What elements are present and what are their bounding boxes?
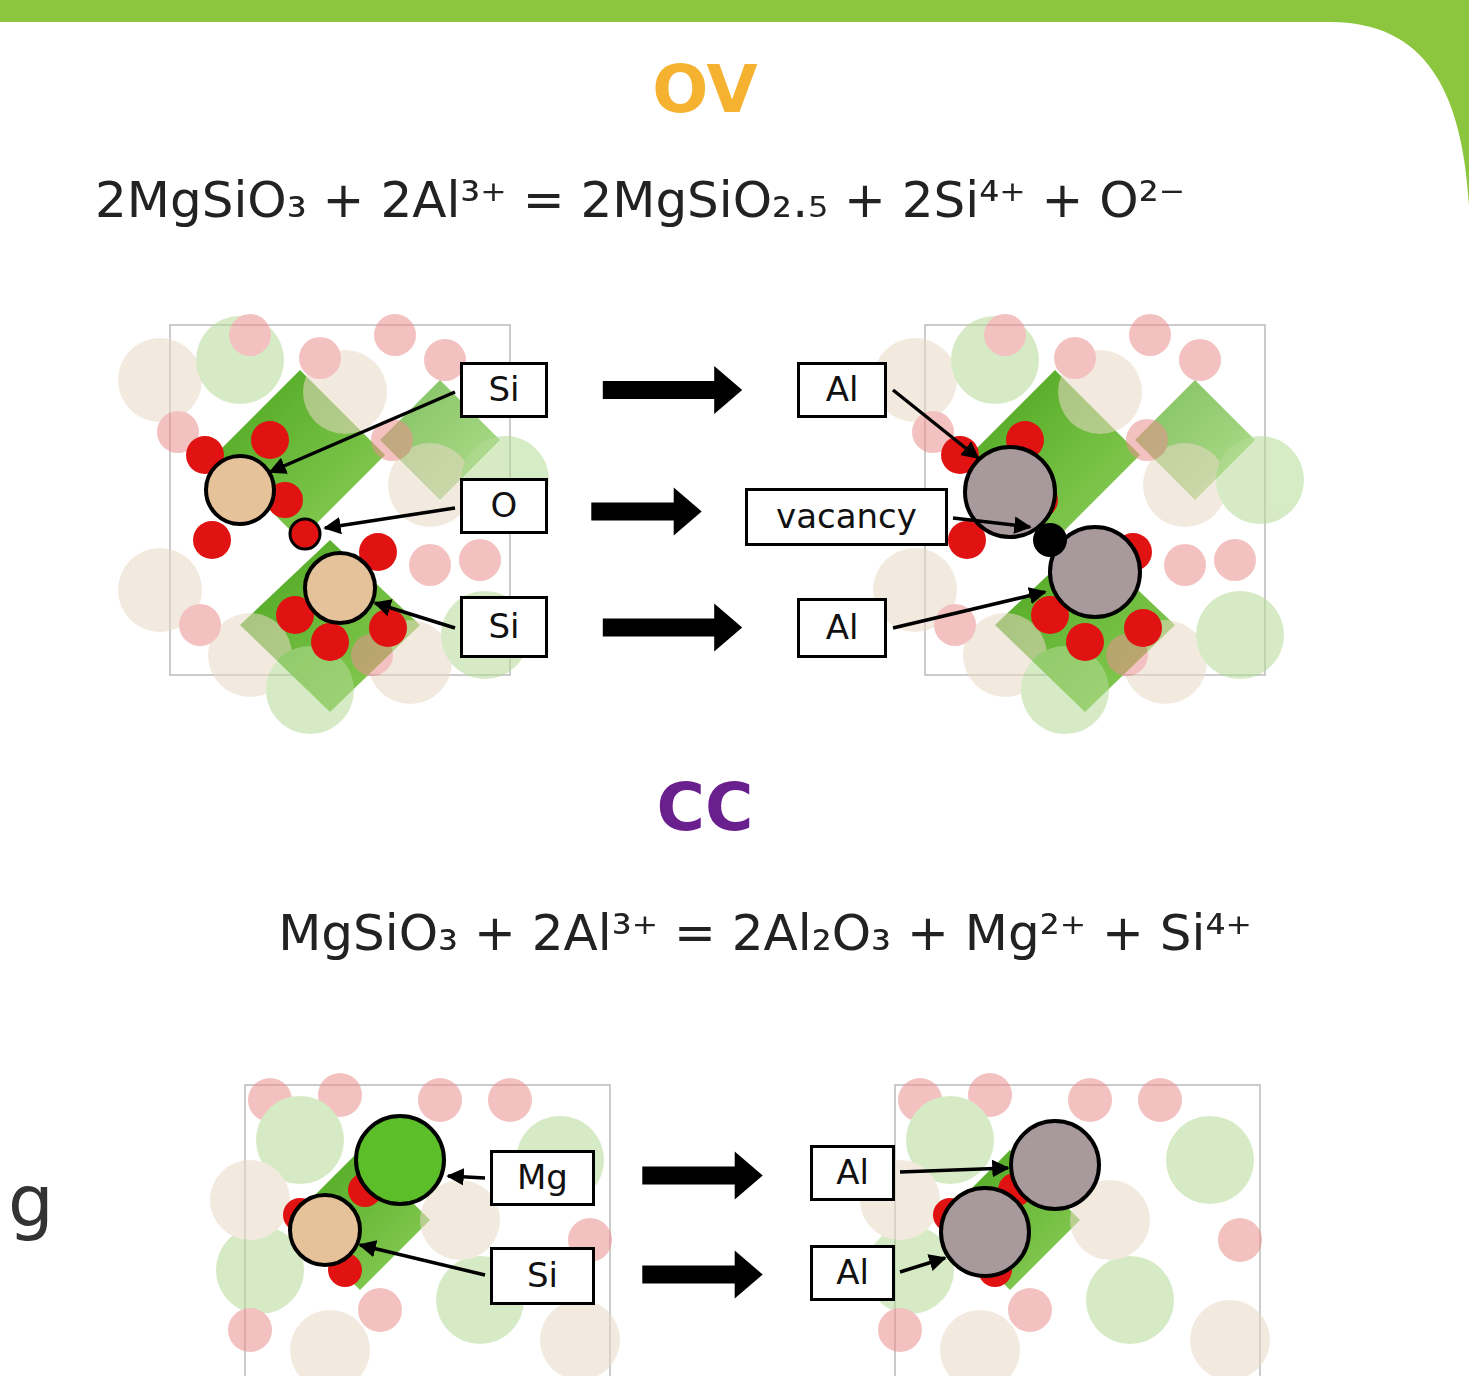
element-label-box: Si (460, 596, 548, 658)
element-label-box: Mg (490, 1150, 595, 1206)
ov-before-crystal (118, 314, 549, 734)
element-label-box: Si (490, 1247, 595, 1305)
element-label-box: vacancy (745, 488, 948, 546)
cc-after-crystal (860, 1073, 1270, 1376)
element-symbol: Si (488, 608, 519, 645)
element-symbol: Al (836, 1254, 869, 1291)
element-label-box: O (460, 478, 548, 534)
section-title: OV (652, 52, 757, 128)
text-fragment: g (8, 1160, 54, 1243)
reaction-equation: 2MgSiO₃ + 2Al³⁺ = 2MgSiO₂.₅ + 2Si⁴⁺ + O²… (95, 172, 1185, 230)
element-label-box: Al (810, 1245, 895, 1301)
element-symbol: vacancy (776, 498, 917, 535)
element-label-box: Al (797, 362, 887, 418)
element-symbol: O (491, 487, 518, 524)
transform-arrow (603, 604, 742, 652)
reaction-equation: MgSiO₃ + 2Al³⁺ = 2Al₂O₃ + Mg²⁺ + Si⁴⁺ (278, 905, 1252, 963)
element-label-box: Al (797, 598, 887, 658)
transform-arrow (591, 488, 701, 536)
element-symbol: Al (826, 609, 859, 646)
element-label-box: Si (460, 362, 548, 418)
transform-arrow (642, 1152, 762, 1200)
element-label-box: Al (810, 1145, 895, 1201)
transform-arrow (642, 1251, 762, 1299)
element-symbol: Si (488, 371, 519, 408)
element-symbol: Mg (517, 1159, 568, 1196)
element-symbol: Al (826, 371, 859, 408)
leader-lines (270, 390, 1045, 1275)
section-title: CC (657, 770, 754, 846)
element-symbol: Al (836, 1154, 869, 1191)
cc-before-crystal (210, 1073, 620, 1376)
element-symbol: Si (527, 1257, 558, 1294)
transform-arrow (603, 366, 742, 414)
